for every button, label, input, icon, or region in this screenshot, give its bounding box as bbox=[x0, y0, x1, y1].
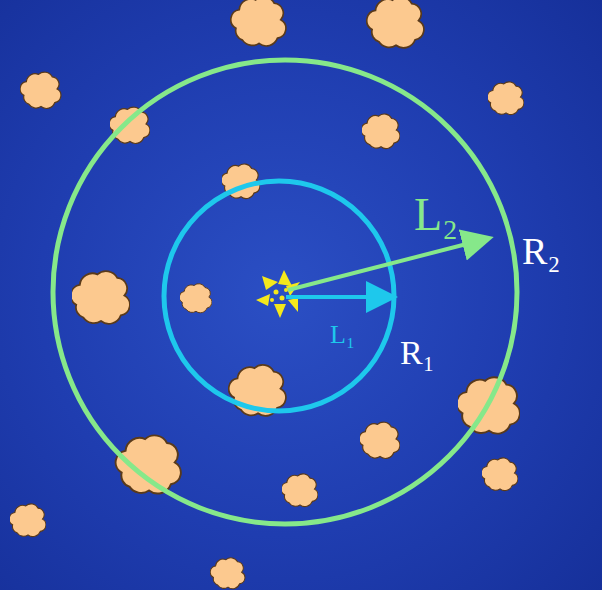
radius-label: R₂ bbox=[522, 232, 561, 270]
star-dot bbox=[274, 290, 279, 295]
radius-label: R₁ bbox=[400, 336, 435, 370]
cloud bbox=[231, 0, 286, 46]
cloud bbox=[481, 458, 518, 491]
star-ray bbox=[274, 304, 286, 318]
star-ray bbox=[256, 294, 270, 306]
cloud bbox=[361, 114, 400, 149]
inner-radius-arrow bbox=[286, 295, 390, 299]
star-ray bbox=[288, 298, 298, 312]
cloud bbox=[116, 435, 181, 493]
distance-label: L₁ bbox=[330, 322, 355, 348]
cloud bbox=[109, 107, 150, 143]
star-dot bbox=[284, 288, 288, 292]
outer-radius-arrow bbox=[288, 239, 486, 290]
cloud bbox=[9, 504, 46, 537]
cloud bbox=[487, 82, 524, 115]
cloud bbox=[210, 558, 245, 589]
distance-label: L₂ bbox=[414, 192, 458, 238]
cloud bbox=[367, 0, 424, 48]
star-dot bbox=[280, 296, 285, 301]
star-cluster bbox=[256, 270, 300, 318]
star-dot bbox=[270, 298, 274, 302]
inner-circle bbox=[164, 181, 394, 411]
cloud-group bbox=[9, 0, 524, 589]
cloud bbox=[71, 271, 130, 324]
cloud bbox=[20, 72, 61, 108]
cloud bbox=[179, 284, 212, 313]
outer-circle bbox=[53, 60, 517, 524]
cloud bbox=[359, 422, 400, 458]
cloud bbox=[281, 474, 318, 507]
star-ray bbox=[278, 270, 292, 286]
star-ray bbox=[262, 276, 278, 290]
